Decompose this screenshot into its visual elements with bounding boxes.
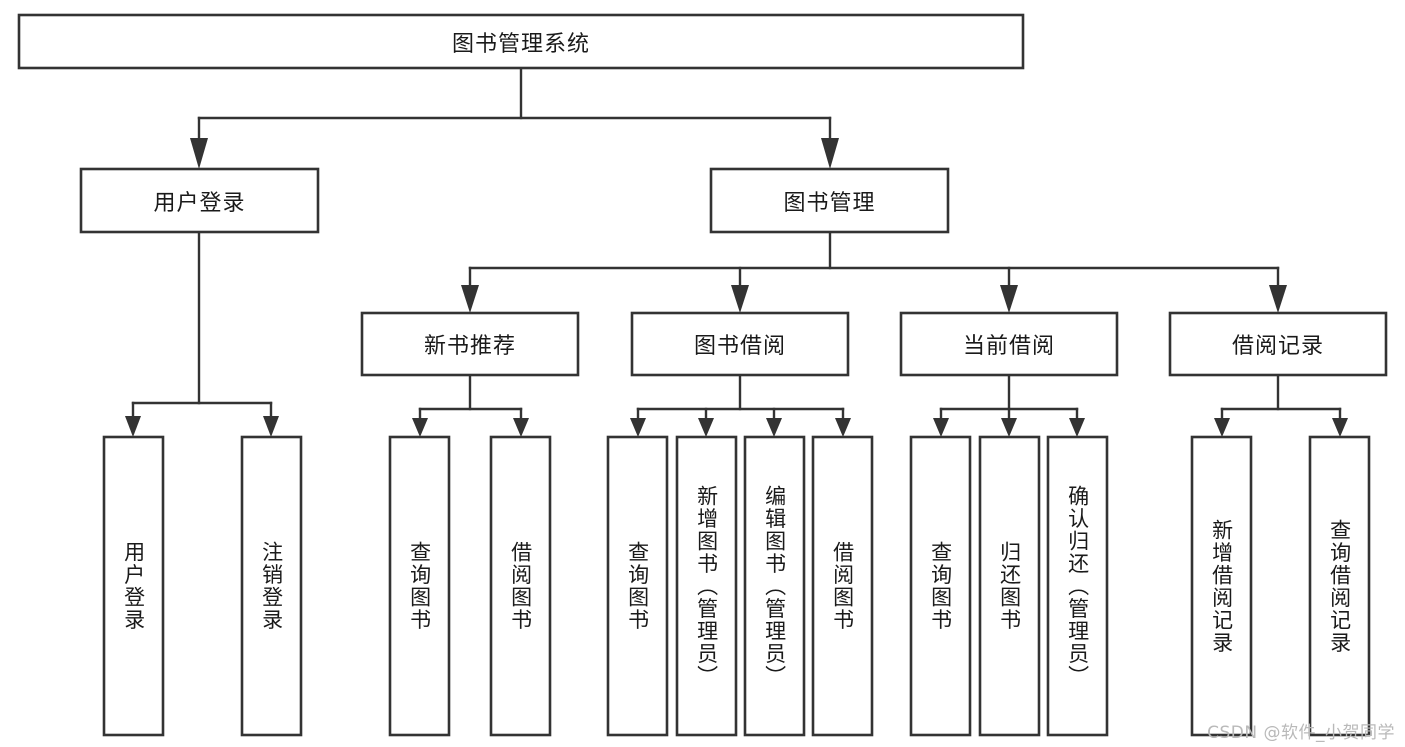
- node-box-leaf-borrow-edit[interactable]: [743, 435, 806, 737]
- node-box-root[interactable]: [17, 13, 1025, 70]
- connectors-bookmgmt-to-level2: [461, 230, 1287, 313]
- connectors-newbook-to-leaves: [412, 373, 529, 437]
- node-box-leaf-records-query[interactable]: [1308, 435, 1371, 737]
- node-box-leaf-current-query[interactable]: [909, 435, 972, 737]
- node-box-leaf-borrow-query[interactable]: [606, 435, 669, 737]
- node-box-leaf-records-add[interactable]: [1190, 435, 1253, 737]
- arrow-head-leaf-borrow-lend: [835, 418, 851, 437]
- arrow-head-newbook: [461, 285, 479, 313]
- arrow-head-leaf-current-return: [1001, 418, 1017, 437]
- node-box-leaf-user-logout[interactable]: [240, 435, 303, 737]
- arrow-head-leaf-records-add: [1214, 418, 1230, 437]
- node-box-records[interactable]: [1168, 311, 1388, 377]
- arrow-head-leaf-current-query: [933, 418, 949, 437]
- node-box-leaf-user-login[interactable]: [102, 435, 165, 737]
- arrow-head-leaf-borrow-add: [698, 418, 714, 437]
- arrow-head-login: [190, 138, 208, 169]
- arrow-head-records: [1269, 285, 1287, 313]
- arrow-head-leaf-newbook-query: [412, 418, 428, 437]
- node-box-leaf-borrow-lend[interactable]: [811, 435, 874, 737]
- arrow-head-leaf-records-query: [1332, 418, 1348, 437]
- arrow-head-leaf-borrow-query: [630, 418, 646, 437]
- node-box-leaf-newbook-borrow[interactable]: [489, 435, 552, 737]
- connectors-root-to-level1: [190, 66, 839, 169]
- node-box-leaf-current-return[interactable]: [978, 435, 1041, 737]
- arrow-head-leaf-newbook-borrow: [513, 418, 529, 437]
- arrow-head-bookmgmt: [821, 138, 839, 169]
- arrow-head-leaf-user-logout: [263, 416, 279, 437]
- node-box-newbook[interactable]: [360, 311, 580, 377]
- node-box-leaf-borrow-add[interactable]: [675, 435, 738, 737]
- node-box-current[interactable]: [899, 311, 1119, 377]
- connectors-current-to-leaves: [933, 373, 1085, 437]
- connectors-records-to-leaves: [1214, 373, 1348, 437]
- node-box-borrow[interactable]: [630, 311, 850, 377]
- node-box-login[interactable]: [79, 167, 320, 234]
- arrow-head-leaf-current-confirm: [1069, 418, 1085, 437]
- arrow-head-borrow: [731, 285, 749, 313]
- arrow-head-current: [1000, 285, 1018, 313]
- connectors-borrow-to-leaves: [630, 373, 851, 437]
- arrow-head-leaf-borrow-edit: [766, 418, 782, 437]
- connectors-login-to-leaves: [125, 230, 279, 437]
- node-box-leaf-current-confirm[interactable]: [1046, 435, 1109, 737]
- node-box-bookmgmt[interactable]: [709, 167, 950, 234]
- arrow-head-leaf-user-login: [125, 416, 141, 437]
- csdn-watermark: CSDN @软件_小贺同学: [1207, 723, 1395, 743]
- node-box-leaf-newbook-query[interactable]: [388, 435, 451, 737]
